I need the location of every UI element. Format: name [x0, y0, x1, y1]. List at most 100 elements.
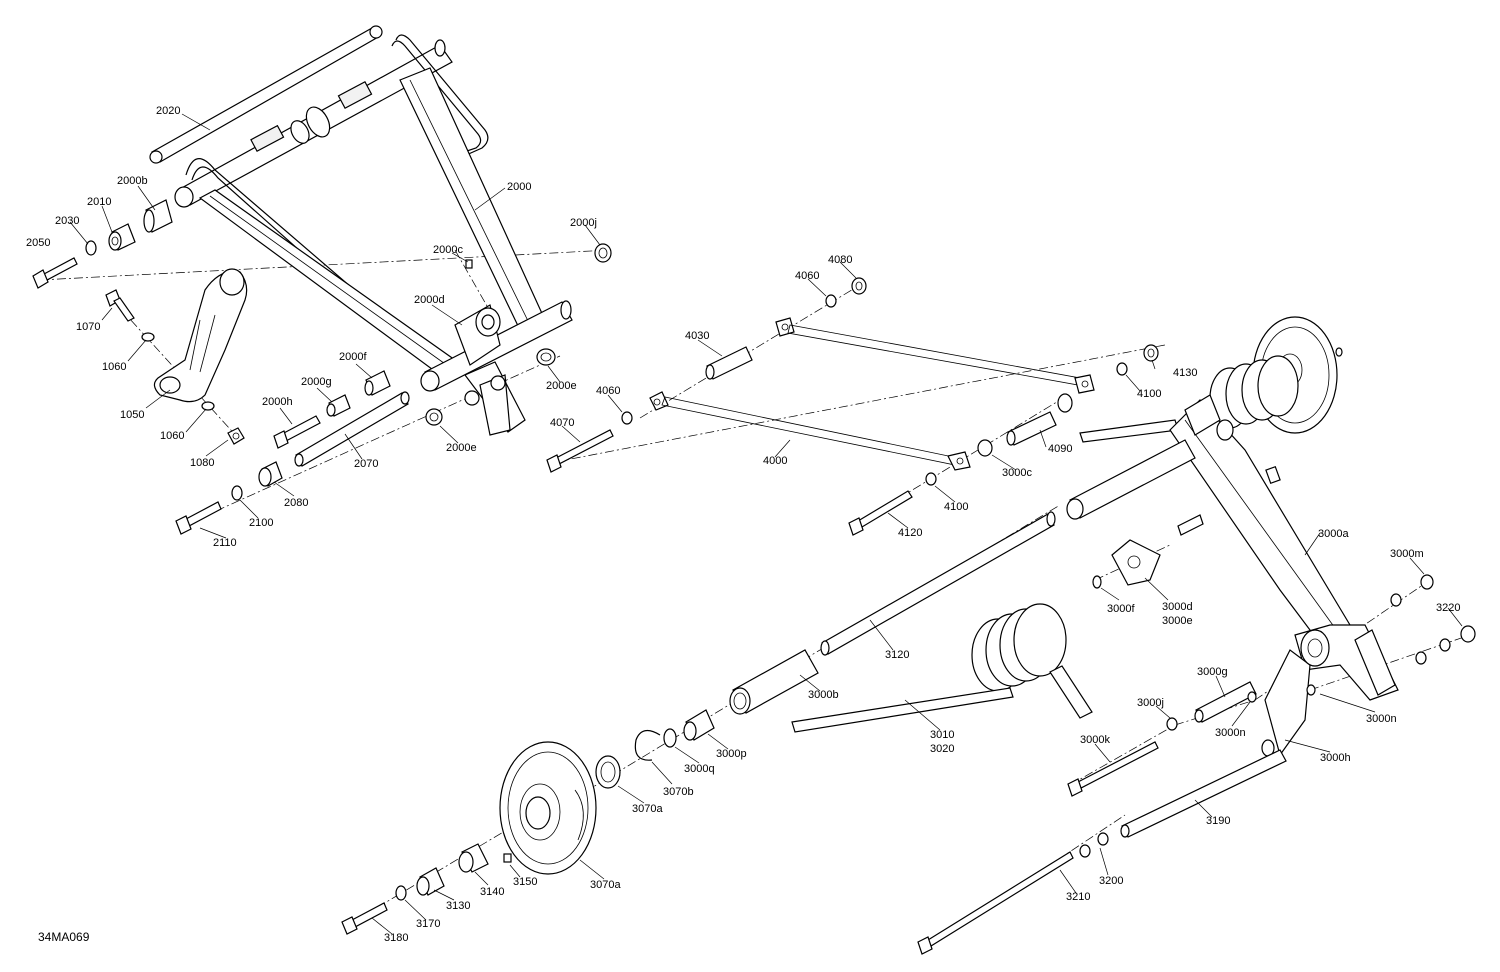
label-3120: 3120 [885, 649, 909, 661]
bolt-2050 [32, 257, 78, 289]
label-3000f: 3000f [1107, 603, 1135, 615]
spring-upper [1209, 355, 1299, 429]
label-3150: 3150 [513, 876, 537, 888]
link-rods [546, 277, 1159, 536]
label-1050: 1050 [120, 409, 144, 421]
fitting-3000n-a [1247, 691, 1257, 703]
label-3070a-a: 3070a [632, 803, 663, 815]
label-2050: 2050 [26, 237, 50, 249]
washer-2030 [85, 240, 97, 256]
washer-4060-b [621, 411, 633, 425]
label-2000c: 2000c [433, 244, 463, 256]
arm-center-bracket [454, 304, 526, 436]
label-3200: 3200 [1099, 875, 1123, 887]
label-2000g: 2000g [301, 376, 332, 388]
fitting-right [1265, 465, 1281, 485]
wheel-3070a [499, 741, 597, 875]
tube-3000g [1194, 681, 1257, 723]
bolt-2000h [273, 415, 321, 449]
washer-3170 [395, 885, 407, 901]
label-2000e-b: 2000e [446, 442, 477, 454]
tube-2070 [294, 391, 410, 467]
fitting-3000n-b [1306, 684, 1316, 696]
nut-3000m [1420, 574, 1434, 590]
front-arm-assembly [32, 25, 612, 535]
label-4130: 4130 [1173, 367, 1197, 379]
washer-3200-a [1097, 832, 1109, 846]
label-2100: 2100 [249, 517, 273, 529]
washer-4100-a [1116, 362, 1128, 376]
rear-arm-assembly [917, 316, 1476, 955]
bushing-2010 [108, 223, 136, 251]
bolt-4120 [848, 490, 913, 536]
bolt-4070 [546, 429, 614, 473]
washer-3200-b [1079, 844, 1091, 858]
label-3190: 3190 [1206, 815, 1230, 827]
label-3000j: 3000j [1137, 697, 1164, 709]
label-1080: 1080 [190, 457, 214, 469]
label-3220: 3220 [1436, 602, 1460, 614]
label-2000b: 2000b [117, 175, 148, 187]
label-4100-b: 4100 [944, 501, 968, 513]
bushing-2000e-a [536, 348, 556, 366]
nut-1080 [227, 427, 245, 445]
label-2000d: 2000d [414, 294, 445, 306]
label-4090: 4090 [1048, 443, 1072, 455]
part-labels: 2020 2000b 2010 2030 2050 2000 2000j 200… [26, 105, 1460, 944]
tube-3190 [1120, 749, 1287, 838]
label-3130: 3130 [446, 900, 470, 912]
label-4060-a: 4060 [795, 270, 819, 282]
label-3000h: 3000h [1320, 752, 1351, 764]
label-3070b: 3070b [663, 786, 694, 798]
bearing-3070a [595, 755, 621, 789]
shaft-3120 [820, 511, 1056, 656]
set-screw-3150 [503, 853, 512, 863]
snap-ring-3070b [634, 729, 661, 761]
ring-3000q [663, 728, 677, 748]
label-2000j: 2000j [570, 217, 597, 229]
spring-3010 [791, 603, 1093, 733]
bushing-2000e-b [425, 408, 443, 426]
bushing-4030 [705, 346, 753, 380]
rod-2020 [149, 25, 383, 164]
rear-cross-tube [1066, 439, 1204, 536]
label-2010: 2010 [87, 196, 111, 208]
label-3170: 3170 [416, 918, 440, 930]
label-3140: 3140 [480, 886, 504, 898]
label-2000h: 2000h [262, 396, 293, 408]
label-2000f: 2000f [339, 351, 367, 363]
label-4100-a: 4100 [1137, 388, 1161, 400]
label-2030: 2030 [55, 215, 79, 227]
bolt-3210 [917, 851, 1074, 955]
label-1060-b: 1060 [160, 430, 184, 442]
label-3000a: 3000a [1318, 528, 1349, 540]
leader-lines [69, 113, 1463, 935]
arm-handle-loop [185, 34, 489, 363]
collar-3140 [458, 843, 489, 873]
bushing-2000b [143, 199, 173, 233]
bushing-4090 [1006, 393, 1073, 446]
label-3000d: 3000d [1162, 601, 1193, 613]
label-3000g: 3000g [1197, 666, 1228, 678]
link-upper [775, 317, 1095, 394]
nut-4130 [1143, 344, 1159, 362]
block-3000d [1111, 539, 1161, 586]
washer-3000m [1390, 593, 1402, 607]
label-3000e: 3000e [1162, 615, 1193, 627]
washer-3220-b [1415, 651, 1427, 665]
bolt-3000k [1067, 741, 1159, 797]
label-1060-a: 1060 [102, 361, 126, 373]
tube-3000b [729, 649, 819, 715]
washer-3220-a [1439, 638, 1451, 652]
label-4120: 4120 [898, 527, 922, 539]
label-4000: 4000 [763, 455, 787, 467]
rear-arm-body [1169, 394, 1351, 651]
bushing-2000g [326, 394, 351, 417]
label-2110: 2110 [213, 537, 237, 549]
bushing-2080 [258, 461, 283, 487]
bolt-3180 [341, 902, 388, 935]
washer-4060-a [825, 294, 837, 308]
label-3210: 3210 [1066, 891, 1090, 903]
